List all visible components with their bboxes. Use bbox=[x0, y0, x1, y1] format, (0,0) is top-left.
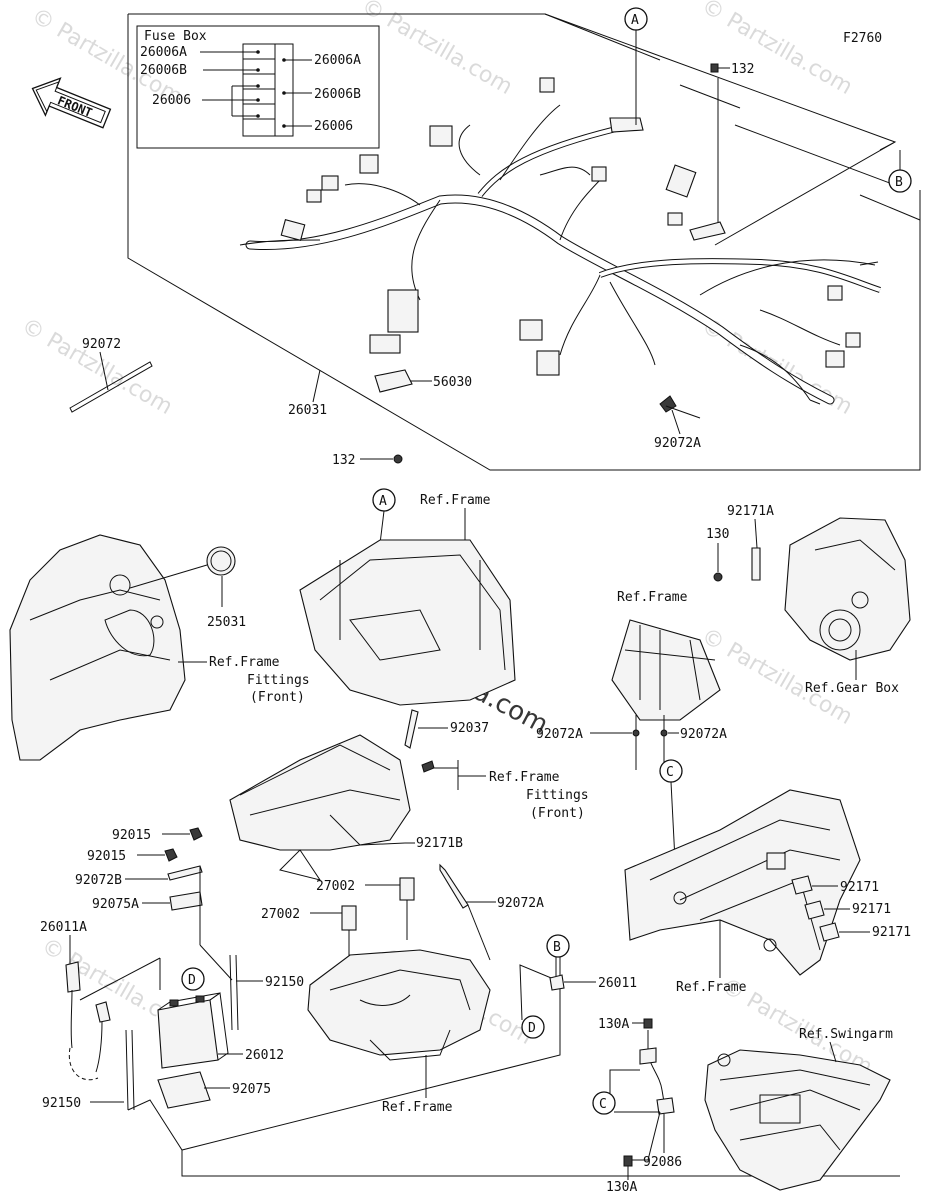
part-56030: 56030 bbox=[433, 375, 472, 390]
frame-assembly-c: C 92171 92171 92171 Ref.Frame bbox=[624, 759, 911, 995]
part-92171-1: 92171 bbox=[840, 880, 879, 895]
swingarm-assembly: 130A C 92086 130A Ref.Swingarm bbox=[592, 1017, 893, 1195]
fuse-left-label: 26006B bbox=[140, 63, 187, 78]
fuse-box-title: Fuse Box bbox=[144, 29, 207, 44]
watermark: © Partzilla.com bbox=[697, 0, 857, 100]
frame-assembly-mid: Ref.Frame 92072A 92072A bbox=[536, 590, 727, 770]
part-92171A: 92171A bbox=[727, 504, 774, 519]
gear-box: 92171A 130 Ref.Gear Box bbox=[706, 504, 911, 696]
fuse-right-label: 26006A bbox=[314, 53, 361, 68]
ref-frame-fittings-front-1-line-2: Fittings bbox=[247, 673, 310, 688]
ref-frame-c: Ref.Frame bbox=[676, 980, 747, 995]
callout-letter: D bbox=[188, 973, 196, 988]
part-92072: 92072 bbox=[82, 337, 121, 352]
ref-frame-fittings-front-2-line-2: Fittings bbox=[526, 788, 589, 803]
part-92171-2: 92171 bbox=[852, 902, 891, 917]
ref-gear-box: Ref.Gear Box bbox=[805, 681, 899, 696]
watermark: © Partzilla.com bbox=[357, 0, 517, 100]
part-92072A-left: 92072A bbox=[536, 727, 583, 742]
fuse-right-label: 26006 bbox=[314, 119, 353, 134]
part-92171-3: 92171 bbox=[872, 925, 911, 940]
frame-assembly-top: 132 A Ref.Frame bbox=[299, 453, 516, 706]
main-harness-frame bbox=[127, 13, 921, 471]
callout-letter: B bbox=[895, 175, 903, 190]
part-27002-a: 27002 bbox=[316, 879, 355, 894]
ref-frame-mid: Ref.Frame bbox=[617, 590, 688, 605]
fittings-front-tray: 92037 Ref.Frame Fittings (Front) 92171B bbox=[229, 709, 589, 881]
callout-letter: A bbox=[631, 13, 639, 28]
part-130A-top: 130A bbox=[598, 1017, 629, 1032]
ref-frame-top: Ref.Frame bbox=[420, 493, 491, 508]
front-fitting-panel: 25031 Ref.Frame Fittings (Front) bbox=[9, 534, 310, 761]
part-92037: 92037 bbox=[450, 721, 489, 736]
fuse-left-label: 26006 bbox=[152, 93, 191, 108]
part-26031: 26031 bbox=[288, 403, 327, 418]
part-92150-left: 92150 bbox=[42, 1096, 81, 1111]
callout-letter: B bbox=[553, 940, 561, 955]
fuse-left-label: 26006A bbox=[140, 45, 187, 60]
part-92015-b: 92015 bbox=[87, 849, 126, 864]
part-26011A: 26011A bbox=[40, 920, 87, 935]
part-130: 130 bbox=[706, 527, 729, 542]
part-92171B: 92171B bbox=[416, 836, 463, 851]
diagram-code: F2760 bbox=[843, 31, 882, 46]
part-92072A-top: 92072A bbox=[654, 436, 701, 451]
ref-frame-fittings-front-1-line-3: (Front) bbox=[250, 690, 305, 705]
ref-frame-fittings-front-1-line-1: Ref.Frame bbox=[209, 655, 280, 670]
callout-letter: C bbox=[666, 765, 674, 780]
watermark: © Partzilla.com bbox=[17, 314, 177, 421]
callout-letter: C bbox=[599, 1097, 607, 1112]
ref-frame-fittings-front-2-line-1: Ref.Frame bbox=[489, 770, 560, 785]
part-26011: 26011 bbox=[598, 976, 637, 991]
part-26012: 26012 bbox=[245, 1048, 284, 1063]
callout-A-top: A bbox=[624, 7, 648, 125]
part-92075: 92075 bbox=[232, 1082, 271, 1097]
part-132-mid: 132 bbox=[332, 453, 355, 468]
cable-26011: B 26011 D bbox=[519, 934, 637, 1039]
part-92072A-right: 92072A bbox=[680, 727, 727, 742]
callout-letter: D bbox=[528, 1021, 536, 1036]
fuse-box-inset: Fuse Box 26006A 26006B 26006 26006A 2600… bbox=[136, 25, 380, 149]
part-92150-right: 92150 bbox=[265, 975, 304, 990]
ref-frame-fittings-front-2-line-3: (Front) bbox=[530, 806, 585, 821]
ref-swingarm: Ref.Swingarm bbox=[799, 1027, 893, 1042]
part-92072B: 92072B bbox=[75, 873, 122, 888]
battery-case: 27002 27002 92072A Ref.Frame bbox=[261, 863, 544, 1115]
part-130A-bottom: 130A bbox=[606, 1180, 637, 1195]
part-92086: 92086 bbox=[643, 1155, 682, 1170]
ref-frame-bottom: Ref.Frame bbox=[382, 1100, 453, 1115]
part-25031: 25031 bbox=[207, 615, 246, 630]
part-27002-b: 27002 bbox=[261, 907, 300, 922]
wiring-harness bbox=[239, 77, 881, 419]
callout-B-top: B bbox=[888, 150, 912, 193]
part-132-top: 132 bbox=[731, 62, 754, 77]
part-92075A: 92075A bbox=[92, 897, 139, 912]
callout-letter: A bbox=[379, 494, 387, 509]
front-arrow-icon: FRONT bbox=[31, 77, 112, 129]
cable-tie-92072: 92072 bbox=[69, 337, 153, 413]
fuse-right-label: 26006B bbox=[314, 87, 361, 102]
part-92015-a: 92015 bbox=[112, 828, 151, 843]
part-92072A-mid: 92072A bbox=[497, 896, 544, 911]
battery-assembly: 92015 92015 92072B 92075A 26011A D 92150… bbox=[40, 827, 900, 1177]
